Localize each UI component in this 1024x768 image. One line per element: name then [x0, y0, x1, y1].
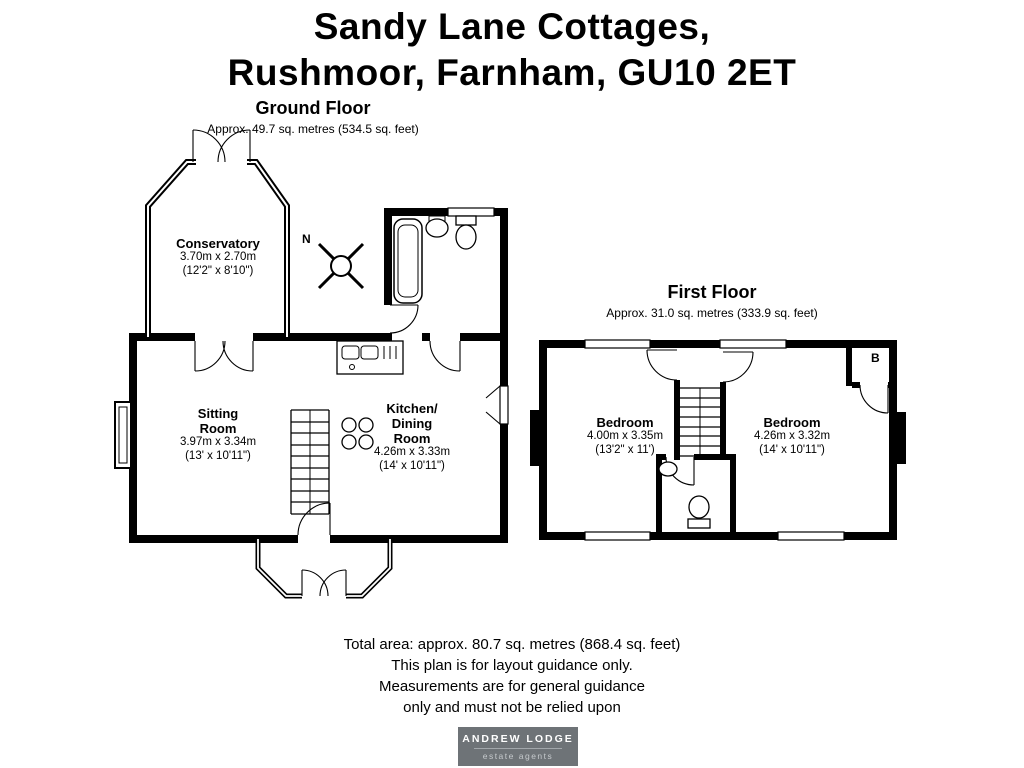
ground-floor-area: Approx. 49.7 sq. metres (534.5 sq. feet): [207, 122, 419, 136]
first-floor-toilet-icon: [687, 495, 711, 529]
fireplace-icon: [114, 401, 132, 469]
bedroom-right-label: Bedroom 4.26m x 3.32m (14' x 10'11"): [726, 415, 858, 457]
room-dim-metric: 4.26m x 3.33m: [373, 446, 451, 458]
room-name: Bedroom: [763, 415, 821, 430]
ground-floor-plan: [114, 129, 509, 599]
logo-divider: [474, 748, 562, 749]
boiler-label: B: [871, 351, 880, 365]
porch-walls: [255, 539, 393, 599]
bathtub-icon: [393, 218, 423, 304]
ground-floor-doors: [192, 129, 461, 597]
bedroom-left-label: Bedroom 4.00m x 3.35m (13'2" x 11'): [559, 415, 691, 457]
room-dim-imperial: (14' x 10'11"): [759, 443, 825, 456]
ground-floor-walls: [129, 208, 508, 543]
page-title: Sandy Lane Cottages, Rushmoor, Farnham, …: [0, 4, 1024, 96]
room-name: Conservatory: [176, 236, 260, 251]
room-dim-metric: 3.97m x 3.34m: [179, 436, 257, 448]
first-floor-area: Approx. 31.0 sq. metres (333.9 sq. feet): [606, 306, 818, 320]
agent-logo: ANDREW LODGE estate agents: [458, 727, 578, 766]
ground-floor-heading: Ground Floor: [255, 98, 371, 118]
disclaimer-line1: This plan is for layout guidance only.: [391, 657, 633, 674]
agent-logo-tagline: estate agents: [482, 751, 554, 761]
room-dim-imperial: (14' x 10'11"): [379, 459, 445, 472]
room-name: Kitchen/ Dining Room: [386, 401, 438, 446]
toilet-icon: [455, 215, 477, 250]
room-dim-metric: 3.70m x 2.70m: [179, 251, 257, 263]
first-floor-walls: [530, 340, 906, 540]
footer-notes: Total area: approx. 80.7 sq. metres (868…: [0, 634, 1024, 718]
room-dim-imperial: (12'2" x 8'10"): [182, 264, 254, 277]
hob-icon: [341, 417, 374, 450]
first-floor-plan: [530, 339, 906, 541]
conservatory-label: Conservatory 3.70m x 2.70m (12'2" x 8'10…: [152, 236, 284, 278]
total-area-text: Total area: approx. 80.7 sq. metres (868…: [343, 636, 681, 653]
basin-icon: [425, 215, 449, 238]
north-label: N: [302, 232, 311, 246]
kitchen-sink-icon: [336, 340, 404, 375]
first-floor-header: First Floor Approx. 31.0 sq. metres (333…: [587, 282, 837, 320]
first-floor-heading: First Floor: [667, 282, 757, 302]
sitting-room-label: Sitting Room 3.97m x 3.34m (13' x 10'11"…: [153, 406, 283, 463]
room-name: Sitting Room: [197, 406, 239, 436]
kitchen-dining-label: Kitchen/ Dining Room 4.26m x 3.33m (14' …: [347, 401, 477, 473]
first-floor-basin-icon: [658, 461, 678, 477]
room-dim-metric: 4.00m x 3.35m: [586, 430, 664, 442]
room-name: Bedroom: [596, 415, 654, 430]
disclaimer-line3: only and must not be relied upon: [403, 699, 621, 716]
ground-floor-header: Ground Floor Approx. 49.7 sq. metres (53…: [188, 98, 438, 136]
ground-floor-stairs: [290, 409, 330, 515]
room-dim-imperial: (13' x 10'11"): [185, 449, 251, 462]
title-line2: Rushmoor, Farnham, GU10 2ET: [227, 52, 797, 93]
first-floor-doors: [646, 349, 889, 486]
room-dim-metric: 4.26m x 3.32m: [753, 430, 831, 442]
disclaimer-line2: Measurements are for general guidance: [379, 678, 645, 695]
conservatory-walls: [145, 159, 290, 337]
north-compass-icon: [317, 242, 365, 290]
first-floor-stairs: [680, 387, 720, 457]
room-dim-imperial: (13'2" x 11'): [595, 443, 655, 456]
title-line1: Sandy Lane Cottages,: [313, 6, 711, 47]
agent-logo-name: ANDREW LODGE: [462, 733, 574, 745]
first-floor-windows: [584, 339, 845, 541]
